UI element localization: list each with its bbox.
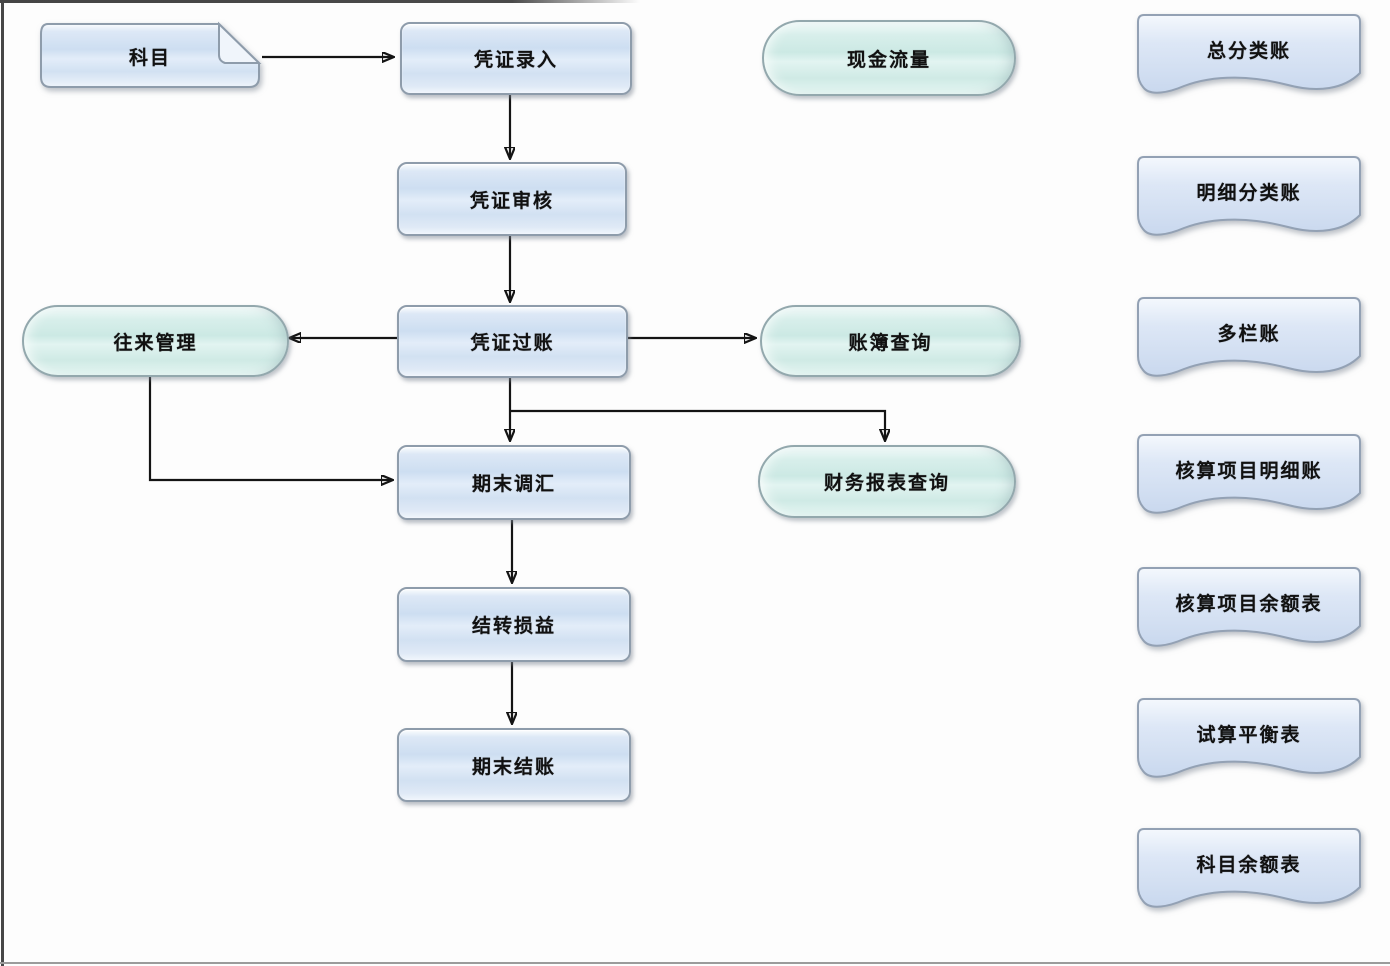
node-label: 凭证录入 bbox=[473, 49, 558, 71]
node-label: 结转损益 bbox=[471, 615, 556, 637]
report-item-detail-ledger[interactable]: 核算项目明细账 bbox=[1135, 433, 1363, 521]
node-label: 期末调汇 bbox=[471, 473, 556, 495]
report-shape bbox=[1137, 828, 1361, 908]
report-shape bbox=[1137, 156, 1361, 236]
node-label: 现金流量 bbox=[846, 48, 931, 71]
window-top-border bbox=[0, 0, 640, 3]
window-bottom-border bbox=[0, 962, 1390, 964]
report-general-ledger[interactable]: 总分类账 bbox=[1135, 13, 1363, 101]
node-period-end-closing[interactable]: 期末结账 bbox=[397, 728, 631, 802]
report-shape bbox=[1137, 297, 1361, 377]
report-label: 核算项目明细账 bbox=[1175, 459, 1323, 482]
report-shape bbox=[1137, 434, 1361, 514]
document-shape bbox=[40, 21, 262, 88]
report-subledger[interactable]: 明细分类账 bbox=[1135, 155, 1363, 243]
report-trial-balance[interactable]: 试算平衡表 bbox=[1135, 697, 1363, 785]
node-ledger-inquiry[interactable]: 账簿查询 bbox=[760, 305, 1021, 377]
report-label: 明细分类账 bbox=[1196, 181, 1302, 204]
node-label: 凭证审核 bbox=[469, 189, 554, 212]
node-contact-management[interactable]: 往来管理 bbox=[22, 305, 289, 377]
node-label: 往来管理 bbox=[113, 331, 198, 354]
edge-posting-to-report-inquiry bbox=[510, 409, 885, 440]
node-label: 账簿查询 bbox=[848, 331, 933, 354]
window-left-border bbox=[1, 0, 4, 966]
report-shape bbox=[1137, 14, 1361, 94]
node-voucher-review[interactable]: 凭证审核 bbox=[397, 162, 627, 236]
node-label: 财务报表查询 bbox=[823, 472, 950, 494]
node-voucher-entry[interactable]: 凭证录入 bbox=[400, 22, 632, 95]
node-label: 期末结账 bbox=[471, 755, 556, 778]
report-label: 多栏账 bbox=[1217, 322, 1281, 345]
report-label: 科目余额表 bbox=[1196, 853, 1302, 876]
node-financial-report-inquiry[interactable]: 财务报表查询 bbox=[758, 445, 1016, 518]
report-multi-column-ledger[interactable]: 多栏账 bbox=[1135, 295, 1363, 385]
node-label: 科目 bbox=[128, 46, 171, 69]
node-label: 凭证过账 bbox=[470, 332, 555, 354]
report-label: 试算平衡表 bbox=[1196, 723, 1302, 746]
node-subject[interactable]: 科目 bbox=[38, 21, 262, 90]
node-period-end-adjust[interactable]: 期末调汇 bbox=[397, 445, 631, 520]
report-label: 总分类账 bbox=[1206, 39, 1291, 62]
node-transfer-profit-loss[interactable]: 结转损益 bbox=[397, 587, 631, 662]
report-shape bbox=[1137, 698, 1361, 778]
edge-contact-to-adjust bbox=[148, 373, 392, 480]
report-shape bbox=[1137, 567, 1361, 647]
report-account-balance-table[interactable]: 科目余额表 bbox=[1135, 827, 1363, 915]
node-voucher-posting[interactable]: 凭证过账 bbox=[397, 305, 628, 378]
folded-corner bbox=[218, 21, 262, 64]
node-cash-flow[interactable]: 现金流量 bbox=[762, 20, 1016, 96]
report-item-balance-table[interactable]: 核算项目余额表 bbox=[1135, 566, 1363, 654]
report-label: 核算项目余额表 bbox=[1175, 592, 1323, 615]
